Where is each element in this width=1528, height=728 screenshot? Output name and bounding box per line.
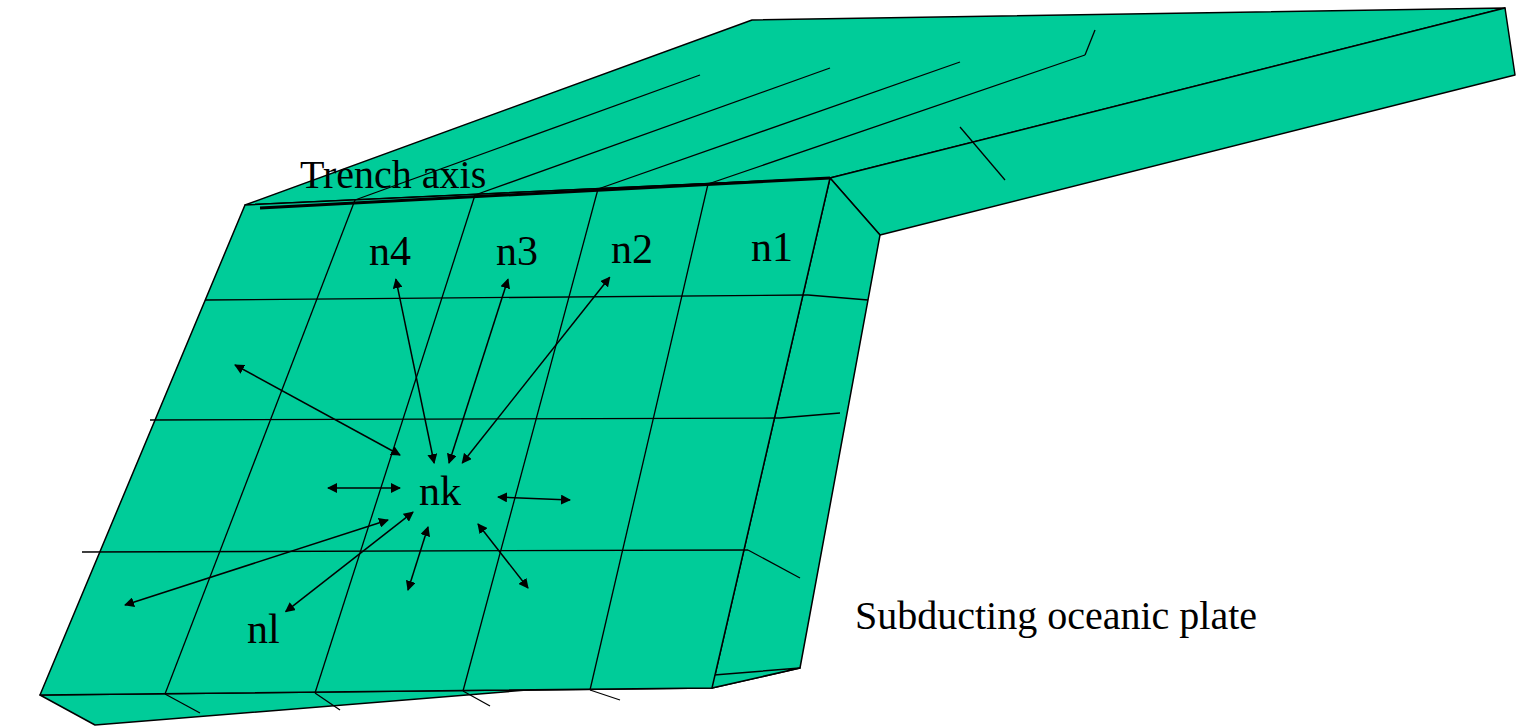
neighbour-arrow xyxy=(449,279,508,463)
slab-top-face xyxy=(40,178,830,695)
node-label: n3 xyxy=(496,228,538,274)
grid-cell-node: n4 xyxy=(366,226,414,276)
grid-cell-node: nk xyxy=(416,466,464,516)
grid-cell-node: n3 xyxy=(493,226,541,276)
grid-cell-node: n1 xyxy=(748,222,796,272)
node-label: nk xyxy=(419,468,461,514)
node-label: n2 xyxy=(611,226,653,272)
node-label: n1 xyxy=(751,224,793,270)
neighbour-arrow xyxy=(286,512,413,611)
neighbour-arrow xyxy=(462,277,609,463)
grid-cell-node: nl xyxy=(244,604,283,654)
neighbour-arrows xyxy=(125,365,570,605)
plate-label: Subducting oceanic plate xyxy=(855,594,1257,638)
node-label: n4 xyxy=(369,228,411,274)
grid-cell-node: n2 xyxy=(608,224,656,274)
flat-front-face xyxy=(830,8,1515,235)
node-label: nl xyxy=(247,606,280,652)
trench-axis-label: Trench axis xyxy=(300,153,486,197)
neighbour-arrow xyxy=(396,279,434,463)
